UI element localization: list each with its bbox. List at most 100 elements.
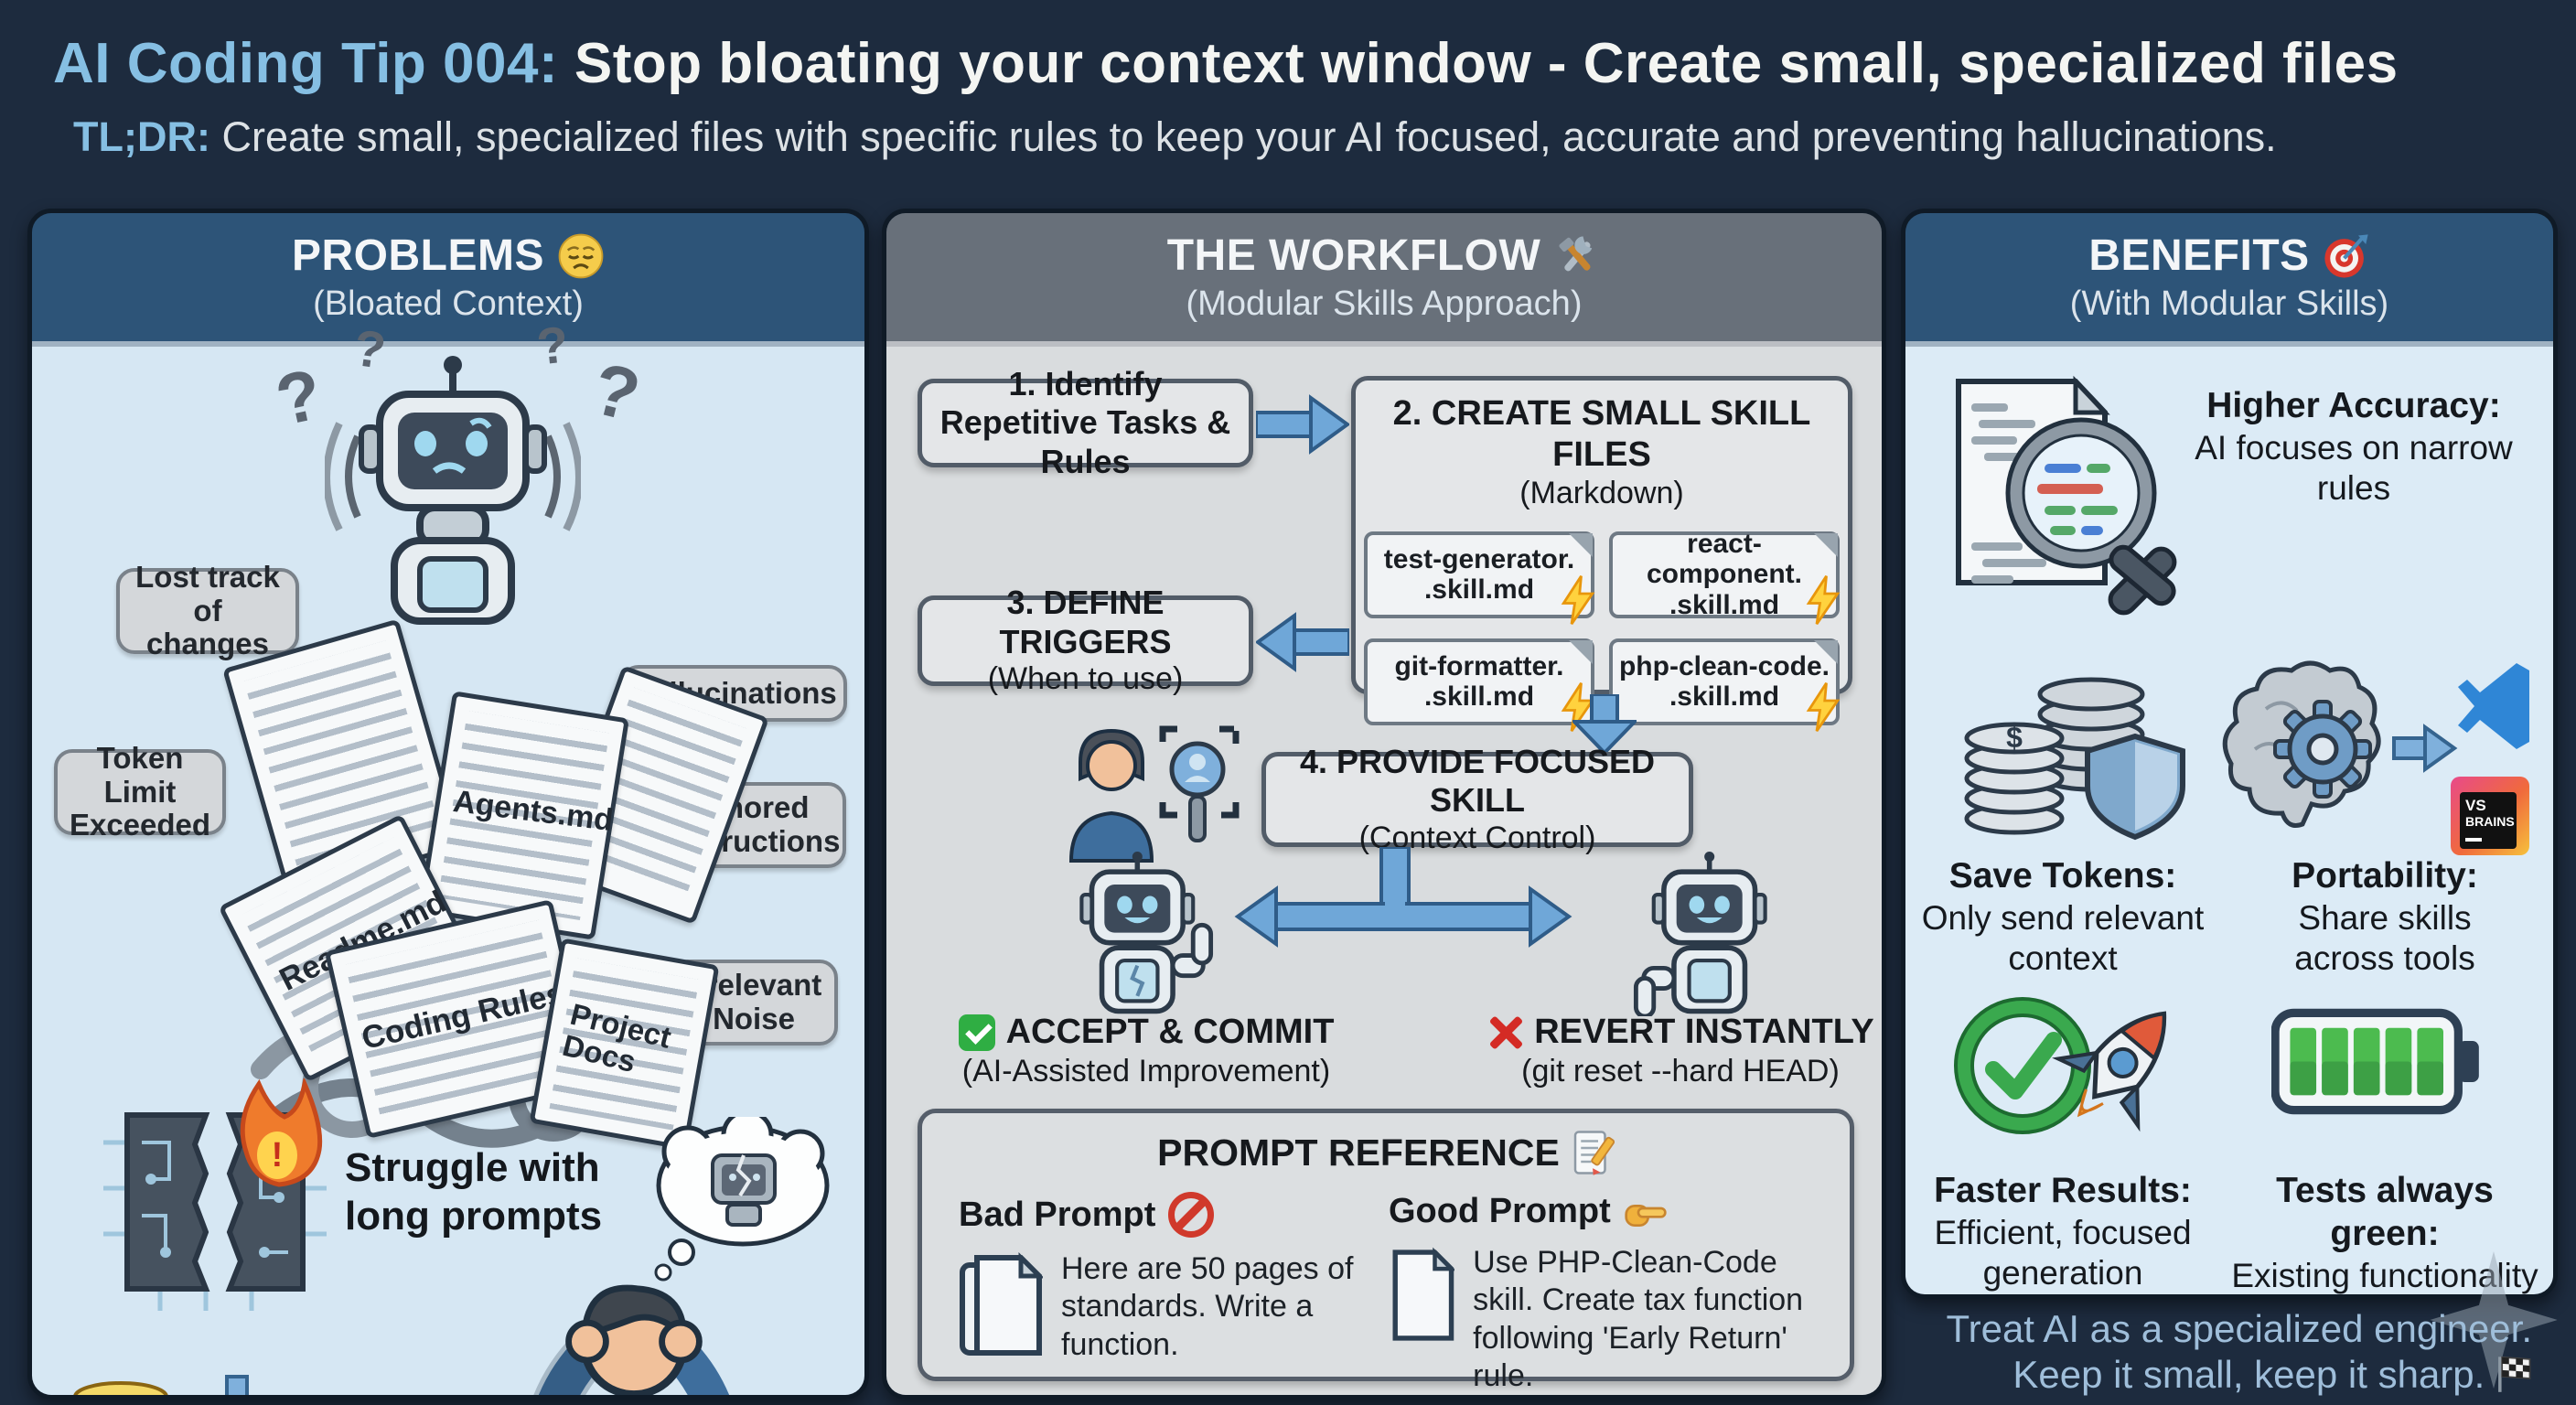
skill-file-name: react-component. (1647, 528, 1802, 590)
benefit-strong: Portability: (2292, 856, 2478, 896)
sparkle-watermark (2430, 1251, 2558, 1389)
robot-thumbs-down (1633, 852, 1767, 1016)
bad-prompt-label: Bad Prompt (959, 1195, 1156, 1234)
good-prompt-label: Good Prompt (1389, 1192, 1611, 1230)
benefit-tests-green: Tests always green: Existing functionali… (2229, 1170, 2540, 1294)
problems-subtitle: (Bloated Context) (313, 284, 584, 323)
benefit-faster-results: Faster Results: Efficient, focused gener… (1921, 1170, 2205, 1294)
skill-file-chip: git-formatter. .skill.md (1364, 638, 1595, 732)
page-title: AI Coding Tip 004: Stop bloating your co… (53, 31, 2541, 96)
check-rocket-illustration (1954, 997, 2167, 1134)
lightning-icon (1561, 574, 1595, 625)
burning-chip-illustration: ! (103, 1078, 327, 1311)
green-battery-illustration (2271, 1008, 2479, 1115)
workflow-header: THE WORKFLOW (Modular Skills Approach) (886, 213, 1882, 347)
workflow-step3-box: 3. DEFINE TRIGGERS (When to use) (918, 584, 1253, 696)
problems-title: PROBLEMS (291, 231, 544, 280)
problems-panel: PROBLEMS (Bloated Context) ? ? ? ? (27, 209, 869, 1400)
paper-agents: Agents.md (418, 691, 629, 940)
arrow-left-icon (1256, 612, 1349, 672)
lightning-icon (1806, 574, 1841, 625)
branch-arrows-icon (1234, 847, 1572, 948)
no-entry-icon (1168, 1192, 1215, 1238)
broken-robot-thought-bubble (654, 1117, 830, 1282)
skill-file-name: test-generator. (1383, 543, 1575, 574)
folded-corner (1569, 532, 1593, 557)
problem-bubble-token-limit: Token Limit Exceeded (54, 741, 226, 842)
skill-file-ext: .skill.md (1669, 681, 1780, 713)
bad-prompt-column: Bad Prompt Here are 50 pages of standard… (959, 1192, 1361, 1364)
workflow-title: THE WORKFLOW (1166, 231, 1541, 280)
lightning-icon (1806, 681, 1841, 732)
benefit-strong: Faster Results: (1934, 1171, 2192, 1210)
workflow-step3-subtitle: (When to use) (987, 661, 1184, 697)
benefits-body: Higher Accuracy: AI focuses on narrow ru… (1905, 347, 2553, 1294)
checkered-flag-icon (2498, 1356, 2531, 1392)
arrow-right-icon (1256, 394, 1349, 455)
skill-file-chip: react-component. .skill.md (1609, 528, 1841, 625)
pensive-face-icon (558, 233, 604, 278)
benefits-panel: BENEFITS (With Modular Skills) (1901, 209, 2558, 1299)
code-review-magnifier-illustration (1956, 375, 2177, 616)
footer-line1: Treat AI as a specialized engineer. (1946, 1307, 2533, 1350)
workflow-panel: THE WORKFLOW (Modular Skills Approach) 1… (882, 209, 1886, 1400)
memo-pencil-icon (1573, 1131, 1615, 1175)
tldr-text: Create small, specialized files with spe… (209, 113, 2277, 160)
workflow-step2-subtitle: (Markdown) (1519, 475, 1684, 510)
prompt-reference-title: PROMPT REFERENCE (1157, 1131, 1560, 1174)
revert-verdict: REVERT INSTANTLY (git reset --hard HEAD) (1461, 1013, 1882, 1089)
benefit-higher-accuracy: Higher Accuracy: AI focuses on narrow ru… (2191, 385, 2517, 509)
benefit-portability: Portability: Share skills across tools (2248, 855, 2522, 980)
jetbrains-logo: VS BRAINS (2451, 777, 2529, 855)
workflow-step1-label: 1. Identify Repetitive Tasks & Rules (939, 364, 1231, 480)
page-title-main: Stop bloating your context window - Crea… (558, 32, 2399, 95)
coins-shield-illustration: $ (1964, 677, 2185, 841)
good-prompt-column: Good Prompt Use PHP-Clean-Code skill. Cr… (1389, 1192, 1828, 1395)
paper-pile-illustration: Agents.md Readme.md Coding Rules Project… (215, 618, 769, 1151)
problems-header: PROBLEMS (Bloated Context) (32, 213, 864, 347)
folded-corner (1569, 639, 1593, 664)
workflow-step4-box: 4. PROVIDE FOCUSED SKILL (Context Contro… (1261, 743, 1693, 855)
accept-verdict: ACCEPT & COMMIT (AI-Assisted Improvement… (927, 1013, 1366, 1089)
page-title-accent: AI Coding Tip 004: (53, 32, 559, 95)
skill-file-name: git-formatter. (1394, 650, 1564, 681)
green-check-icon (958, 1014, 995, 1051)
workflow-step4-title: 4. PROVIDE FOCUSED SKILL (1299, 742, 1656, 820)
revert-title: REVERT INSTANTLY (1534, 1013, 1874, 1051)
benefits-header: BENEFITS (With Modular Skills) (1905, 213, 2553, 347)
workflow-step2-title: 2. CREATE SMALL SKILL FILES (1392, 394, 1811, 474)
skill-file-name: php-clean-code. (1618, 650, 1830, 681)
skill-file-ext: .skill.md (1423, 681, 1535, 713)
red-cross-icon (1487, 1014, 1523, 1051)
tldr-label: TL;DR: (73, 113, 210, 160)
footer-line2: Keep it small, keep it sharp. (1617, 1352, 2532, 1398)
pointing-hand-icon (1625, 1204, 1667, 1227)
svg-text:!: ! (272, 1136, 284, 1174)
revert-subtitle: (git reset --hard HEAD) (1521, 1054, 1840, 1089)
benefits-subtitle: (With Modular Skills) (2069, 284, 2389, 323)
workflow-step1-box: 1. Identify Repetitive Tasks & Rules (918, 365, 1253, 480)
robot-thumbs-up (1079, 852, 1214, 1014)
pages-stack-icon (960, 1251, 1043, 1356)
footer-line2-text: Keep it small, keep it sharp. (2012, 1352, 2485, 1396)
dart-target-icon (2324, 233, 2368, 278)
benefit-strong: Higher Accuracy: (2206, 386, 2501, 425)
jetbrains-badge-brains: BRAINS (2465, 813, 2515, 829)
question-mark: ? (585, 347, 649, 437)
bad-prompt-text: Here are 50 pages of standards. Write a … (1061, 1251, 1354, 1362)
good-prompt-text: Use PHP-Clean-Code skill. Create tax fun… (1473, 1245, 1804, 1394)
benefit-save-tokens: Save Tokens: Only send relevant context (1921, 855, 2205, 980)
svg-text:$: $ (2006, 721, 2023, 754)
workflow-step2-box: 2. CREATE SMALL SKILL FILES (Markdown) t… (1351, 376, 1852, 732)
prompt-reference-box: PROMPT REFERENCE Bad Prompt (918, 1109, 1854, 1393)
accept-subtitle: (AI-Assisted Improvement) (961, 1054, 1331, 1089)
skill-file-chip: php-clean-code. .skill.md (1609, 638, 1841, 732)
arrow-down-icon (1572, 694, 1637, 755)
benefit-detail: Efficient, focused generation (1934, 1213, 2192, 1292)
struggle-label: Struggle with long prompts (345, 1145, 603, 1239)
skill-file-ext: .skill.md (1423, 574, 1535, 606)
skill-file-ext: .skill.md (1669, 590, 1780, 621)
tldr-line: TL;DR: Create small, specialized files w… (73, 113, 2543, 161)
skill-file-chip: test-generator. .skill.md (1364, 531, 1595, 625)
